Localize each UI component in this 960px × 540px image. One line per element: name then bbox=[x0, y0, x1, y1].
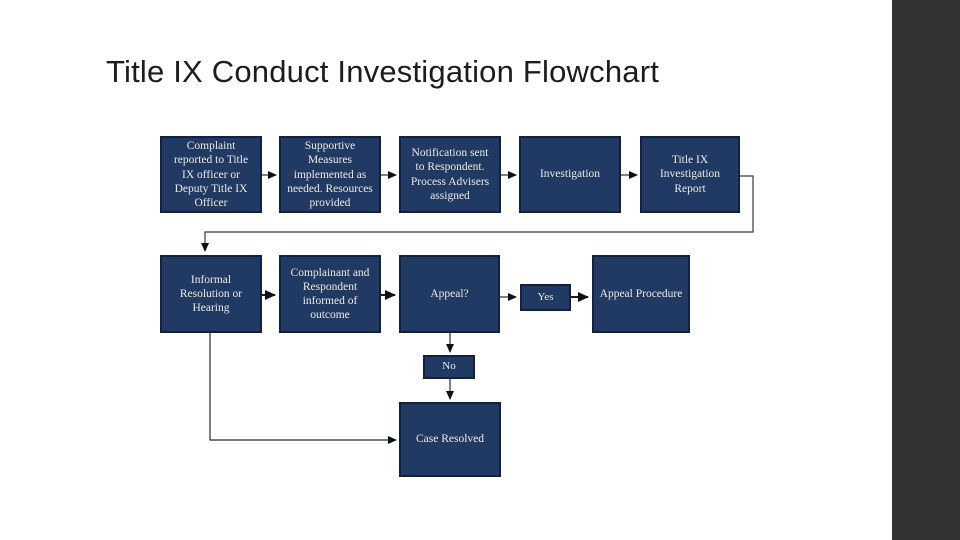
node-case-resolved: Case Resolved bbox=[399, 402, 501, 477]
node-appeal-question: Appeal? bbox=[399, 255, 500, 333]
node-notification-sent: Notification sent to Respondent. Process… bbox=[399, 136, 501, 213]
node-informal-resolution: Informal Resolution or Hearing bbox=[160, 255, 262, 333]
node-supportive-measures: Supportive Measures implemented as neede… bbox=[279, 136, 381, 213]
node-investigation: Investigation bbox=[519, 136, 621, 213]
node-yes: Yes bbox=[520, 284, 571, 311]
node-investigation-report: Title IX Investigation Report bbox=[640, 136, 740, 213]
node-informed-of-outcome: Complainant and Respondent informed of o… bbox=[279, 255, 381, 333]
node-no: No bbox=[423, 355, 475, 379]
node-complaint-reported: Complaint reported to Title IX officer o… bbox=[160, 136, 262, 213]
slide-title: Title IX Conduct Investigation Flowchart bbox=[106, 54, 660, 89]
viewer-sidebar-panel[interactable] bbox=[892, 0, 960, 540]
node-appeal-procedure: Appeal Procedure bbox=[592, 255, 690, 333]
connector-informal-to-resolved bbox=[209, 333, 397, 444]
